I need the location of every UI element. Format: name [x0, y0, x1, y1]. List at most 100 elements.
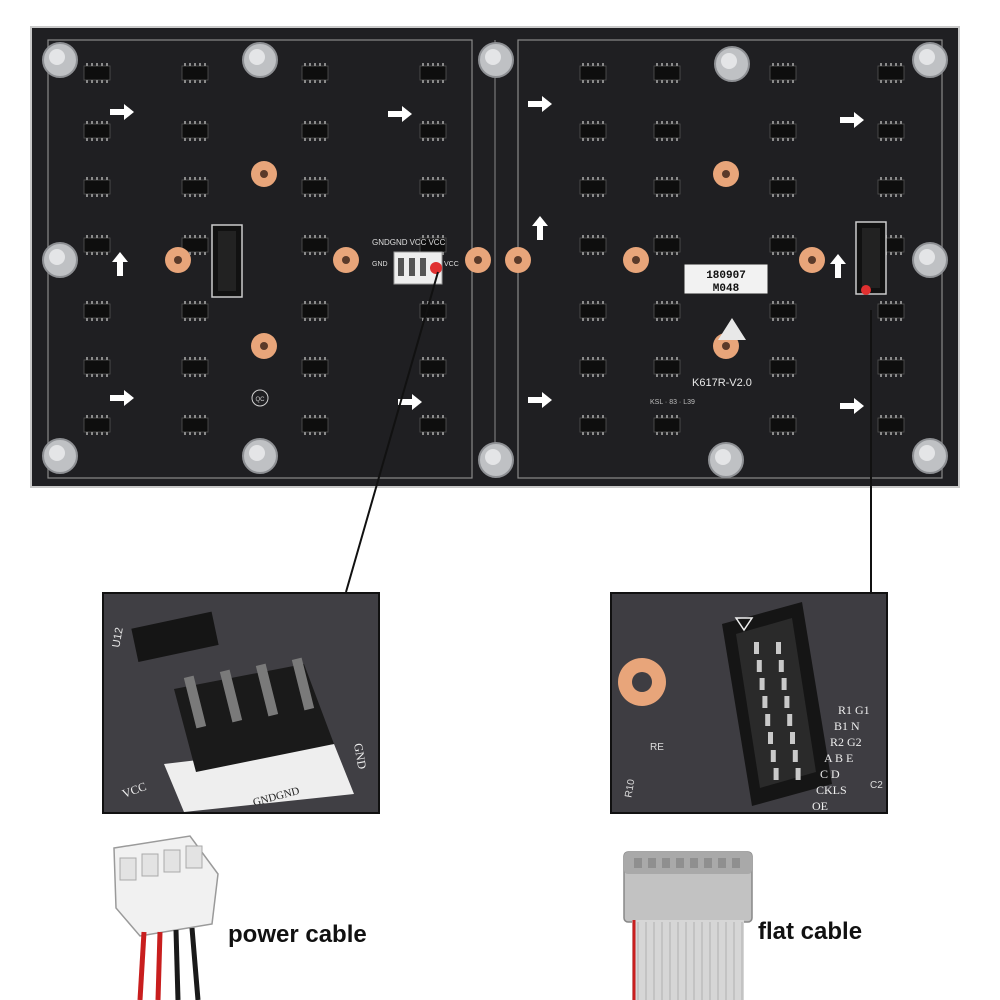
- pin1-triangle-icon: [734, 617, 754, 632]
- driver-chip: [83, 63, 111, 83]
- arrow-icon: [528, 96, 552, 112]
- driver-chip: [419, 177, 447, 197]
- driver-chip: [579, 301, 607, 321]
- driver-chip: [579, 177, 607, 197]
- driver-chip: [579, 63, 607, 83]
- mounting-posts: [42, 42, 948, 478]
- driver-chip: [579, 357, 607, 377]
- driver-chip: [301, 235, 329, 255]
- driver-chip: [83, 121, 111, 141]
- driver-chip: [83, 235, 111, 255]
- power-closeup-art: U12 GND VCC GNDGND: [104, 594, 378, 812]
- driver-chip: [877, 121, 905, 141]
- driver-chip: [181, 177, 209, 197]
- power-cable-caption: power cable: [228, 921, 367, 948]
- pad-icon: [165, 247, 191, 273]
- pad-icon: [799, 247, 825, 273]
- driver-chip: [653, 301, 681, 321]
- pad-icon: [251, 161, 277, 187]
- mounting-post-icon: [708, 442, 744, 478]
- pin-label-1: R1 G1: [838, 703, 870, 717]
- driver-chip: [769, 177, 797, 197]
- mounting-post-icon: [42, 42, 78, 78]
- left-idc-header: [211, 224, 243, 298]
- chip-grid: [83, 63, 905, 435]
- chip-label: U12: [110, 626, 125, 648]
- sub-label: KSL · 83 · L39: [650, 399, 695, 406]
- arrow-icon: [388, 106, 412, 122]
- driver-chip: [653, 235, 681, 255]
- arrow-icon: [112, 252, 128, 276]
- pad-icon: [333, 247, 359, 273]
- driver-chip: [579, 121, 607, 141]
- pin-label-2: B1 N: [834, 719, 860, 733]
- copper-pads: [165, 161, 825, 359]
- driver-chip: [877, 301, 905, 321]
- leader-line-power: [345, 271, 439, 593]
- driver-chip: [301, 415, 329, 435]
- pad-icon: [623, 247, 649, 273]
- driver-chip: [181, 63, 209, 83]
- closeup-silk-gnd: GND: [351, 742, 369, 770]
- re-label: RE: [650, 742, 664, 753]
- driver-chip: [653, 121, 681, 141]
- driver-chip: [769, 415, 797, 435]
- driver-chip: [769, 357, 797, 377]
- arrow-icon: [840, 398, 864, 414]
- driver-chip: [653, 177, 681, 197]
- arrow-icon: [110, 104, 134, 120]
- driver-chip: [301, 121, 329, 141]
- driver-chip: [301, 357, 329, 377]
- mounting-post-icon: [42, 242, 78, 278]
- signal-closeup-art: R1 G1 B1 N R2 G2 A B E C D CKLS OE RE R1…: [612, 594, 886, 812]
- red-marker-dot: [861, 285, 871, 295]
- driver-chip: [877, 177, 905, 197]
- driver-chip: [301, 301, 329, 321]
- driver-chip: [419, 63, 447, 83]
- pin-label-3: R2 G2: [830, 735, 862, 749]
- driver-chip: [877, 63, 905, 83]
- r10-label: R10: [623, 778, 637, 798]
- driver-chip: [579, 235, 607, 255]
- driver-chip: [83, 357, 111, 377]
- arrow-icon: [528, 392, 552, 408]
- driver-chip: [301, 177, 329, 197]
- driver-chip: [83, 301, 111, 321]
- pad-icon: [505, 247, 531, 273]
- power-cable-illustration: [113, 835, 219, 1000]
- black-wire: [173, 929, 181, 1000]
- pin-label-5: C D: [820, 767, 840, 781]
- mounting-post-icon: [42, 438, 78, 474]
- pad-icon: [713, 161, 739, 187]
- c2-label: C2: [870, 780, 883, 791]
- driver-chip: [181, 301, 209, 321]
- qc-mark: QC: [256, 397, 266, 403]
- driver-chip: [653, 415, 681, 435]
- arrow-icon: [840, 112, 864, 128]
- driver-chip: [579, 415, 607, 435]
- model-text: K617R-V2.0: [692, 377, 752, 389]
- batch-label: 180907 M048: [683, 263, 769, 295]
- driver-chip: [653, 357, 681, 377]
- leader-lines: [345, 271, 872, 593]
- arrow-icon: [110, 390, 134, 406]
- label-line1: 180907: [706, 270, 746, 282]
- pin-label-6: CKLS: [816, 783, 847, 797]
- driver-chip: [301, 63, 329, 83]
- mounting-post-icon: [478, 42, 514, 78]
- pad-icon: [251, 333, 277, 359]
- pin-label-7: OE: [812, 799, 828, 812]
- driver-chip: [769, 121, 797, 141]
- mounting-post-icon: [912, 42, 948, 78]
- driver-chip: [181, 121, 209, 141]
- pin-label-4: A B E: [824, 751, 853, 765]
- red-wire: [155, 931, 163, 1000]
- power-header-closeup: U12 GND VCC GNDGND: [102, 592, 380, 814]
- driver-chip: [769, 63, 797, 83]
- mounting-post-icon: [714, 46, 750, 82]
- mounting-post-icon: [912, 438, 948, 474]
- signal-header-closeup: R1 G1 B1 N R2 G2 A B E C D CKLS OE RE R1…: [610, 592, 888, 814]
